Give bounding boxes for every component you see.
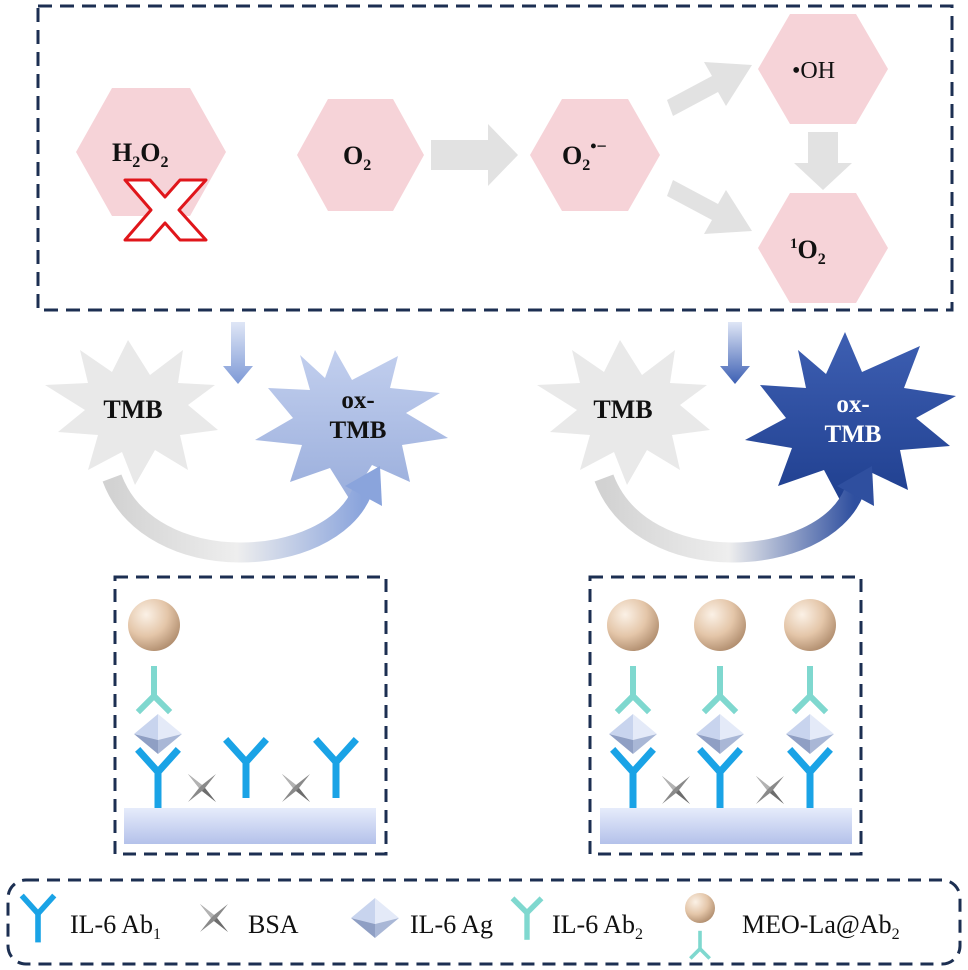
tmb-star-left bbox=[45, 340, 218, 485]
bsa-icon bbox=[756, 776, 784, 804]
antigen-icon bbox=[134, 714, 182, 754]
bead-icon bbox=[784, 599, 836, 651]
bead-icon bbox=[694, 599, 746, 651]
arrow-down-icon bbox=[794, 132, 852, 190]
ab2-icon bbox=[796, 666, 824, 710]
ab1-icon bbox=[140, 752, 176, 808]
label-superoxide: O2•− bbox=[562, 136, 607, 174]
antigen-icon bbox=[696, 714, 744, 754]
hexagon-singlet-oxygen bbox=[758, 193, 888, 303]
legend-probe-icon bbox=[685, 893, 715, 960]
legend-bsa-icon bbox=[200, 904, 228, 932]
cross-icon bbox=[123, 178, 208, 242]
hexagon-o2 bbox=[297, 99, 424, 211]
arrow-down-left-icon bbox=[223, 322, 253, 384]
bsa-icon bbox=[188, 774, 216, 802]
legend-ab2-label: IL-6 Ab2 bbox=[552, 910, 643, 943]
hexagon-superoxide bbox=[530, 99, 660, 211]
ab2-icon bbox=[619, 666, 647, 710]
legend-ab2-icon bbox=[514, 900, 539, 940]
probe-left-1 bbox=[128, 599, 180, 710]
label-o2: O2 bbox=[343, 141, 371, 174]
oxtmb-label-light-line1: ox- bbox=[341, 387, 374, 414]
curved-arrow-right-head-icon bbox=[837, 466, 874, 506]
bsa-icon bbox=[662, 776, 690, 804]
arrow-down-right-col-icon bbox=[720, 322, 750, 384]
oxtmb-label-dark-line1: ox- bbox=[836, 391, 869, 418]
legend-ab1-label: IL-6 Ab1 bbox=[70, 910, 161, 943]
ab1-icon bbox=[318, 742, 354, 798]
bsa-icon bbox=[282, 774, 310, 802]
bead-icon bbox=[607, 599, 659, 651]
curved-arrow-right bbox=[594, 474, 864, 563]
sensor-box-high bbox=[588, 575, 863, 856]
legend-box bbox=[6, 878, 962, 966]
ab2-icon bbox=[140, 666, 168, 710]
curved-arrow-left bbox=[102, 474, 372, 563]
tmb-star-right bbox=[537, 340, 710, 485]
antigen-icon bbox=[786, 714, 834, 754]
legend-bsa-label: BSA bbox=[248, 910, 299, 939]
tmb-label-left: TMB bbox=[103, 395, 162, 424]
legend-ab1-icon bbox=[24, 898, 53, 943]
oxtmb-label-dark-line2: TMB bbox=[825, 421, 882, 448]
legend-ag-label: IL-6 Ag bbox=[410, 910, 493, 939]
legend-ag-icon bbox=[351, 898, 399, 938]
tmb-label-right: TMB bbox=[593, 395, 652, 424]
arrow-up-right-icon bbox=[667, 62, 752, 116]
oxtmb-star-dark bbox=[745, 332, 956, 504]
ab1-icon bbox=[615, 752, 651, 808]
sensor-box-low bbox=[113, 575, 388, 856]
ab1-icon bbox=[792, 752, 828, 808]
hexagon-hydroxyl bbox=[758, 14, 888, 124]
curved-arrow-left-head-icon bbox=[345, 466, 382, 506]
substrate-right bbox=[600, 808, 852, 844]
substrate-left bbox=[124, 808, 376, 844]
oxtmb-label-light-line2: TMB bbox=[330, 417, 387, 444]
legend-probe-label: MEO-La@Ab2 bbox=[742, 910, 900, 943]
arrow-right-icon bbox=[431, 124, 518, 186]
reaction-box bbox=[36, 4, 954, 312]
ab2-icon bbox=[706, 666, 734, 710]
label-hydroxyl: •OH bbox=[792, 58, 835, 84]
ab1-icon bbox=[228, 742, 264, 798]
label-singlet-oxygen: 1O2 bbox=[790, 235, 826, 268]
bead-icon bbox=[128, 599, 180, 651]
oxtmb-star-light bbox=[255, 350, 448, 500]
antigen-icon bbox=[609, 714, 657, 754]
label-h2o2: H2O2 bbox=[112, 138, 168, 171]
ab1-icon bbox=[702, 752, 738, 808]
arrow-down-right-icon bbox=[667, 180, 752, 234]
